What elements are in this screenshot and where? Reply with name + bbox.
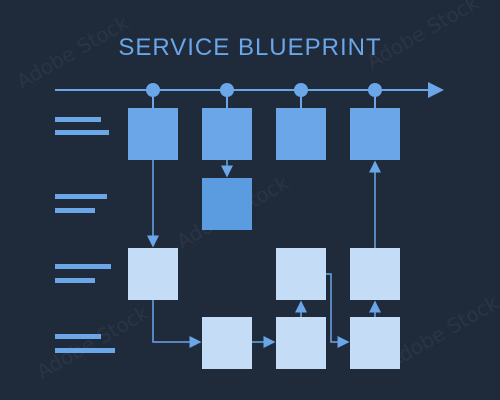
timeline-marker [368,83,382,97]
legend-row-4 [55,334,115,353]
box-r4c2 [202,317,252,369]
legend-row-1 [55,117,109,135]
box-r2c2 [202,178,252,230]
box-r3c4 [350,248,400,300]
legend-row-2 [55,194,107,213]
box-r1c1 [128,108,178,160]
diagram-title: SERVICE BLUEPRINT [118,34,382,61]
box-r1c3 [276,108,326,160]
box-r4c3 [276,317,326,369]
box-r4c4 [350,317,400,369]
box-r3c1 [128,248,178,300]
box-r3c3 [276,248,326,300]
legend-row-3 [55,264,111,283]
timeline-marker [294,83,308,97]
box-r1c2 [202,108,252,160]
connector-arrow [152,300,202,348]
box-r1c4 [350,108,400,160]
connector-arrow [326,273,350,348]
timeline-marker [146,83,160,97]
timeline-marker [220,83,234,97]
